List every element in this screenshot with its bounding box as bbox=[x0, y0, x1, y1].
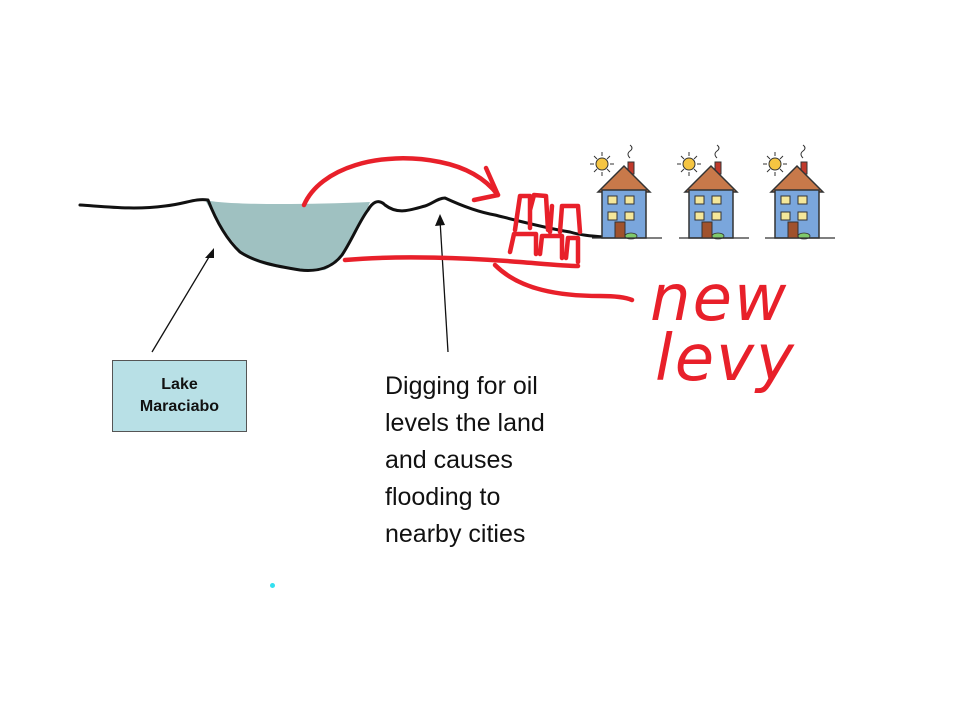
land-pointer-arrow bbox=[435, 214, 449, 353]
lake-pointer-arrow bbox=[151, 248, 214, 353]
lake-label-line2: Maraciabo bbox=[139, 398, 220, 415]
house-icon bbox=[677, 144, 749, 240]
caption-line: Digging for oil bbox=[385, 372, 538, 400]
lake-label-line1: Lake bbox=[161, 376, 198, 393]
lake-label-box: Lake Maraciabo bbox=[112, 360, 247, 432]
red-flood-line bbox=[342, 255, 581, 269]
levee-sketch bbox=[512, 192, 583, 235]
caption-line: nearby cities bbox=[385, 520, 526, 548]
caption-text: Digging for oil levels the land and caus… bbox=[385, 368, 615, 553]
red-ink-annotations bbox=[301, 156, 635, 303]
caption-line: flooding to bbox=[385, 483, 501, 511]
red-arrowhead bbox=[471, 165, 501, 203]
ground-line bbox=[78, 196, 607, 272]
lake-water bbox=[205, 200, 370, 271]
house-icon bbox=[763, 144, 835, 240]
caption-line: levels the land bbox=[385, 409, 545, 437]
red-curved-arrow bbox=[301, 156, 501, 208]
red-leader-line bbox=[492, 262, 635, 303]
house-icon bbox=[590, 144, 662, 240]
caption-line: and causes bbox=[385, 446, 513, 474]
cyan-dot bbox=[270, 583, 275, 588]
